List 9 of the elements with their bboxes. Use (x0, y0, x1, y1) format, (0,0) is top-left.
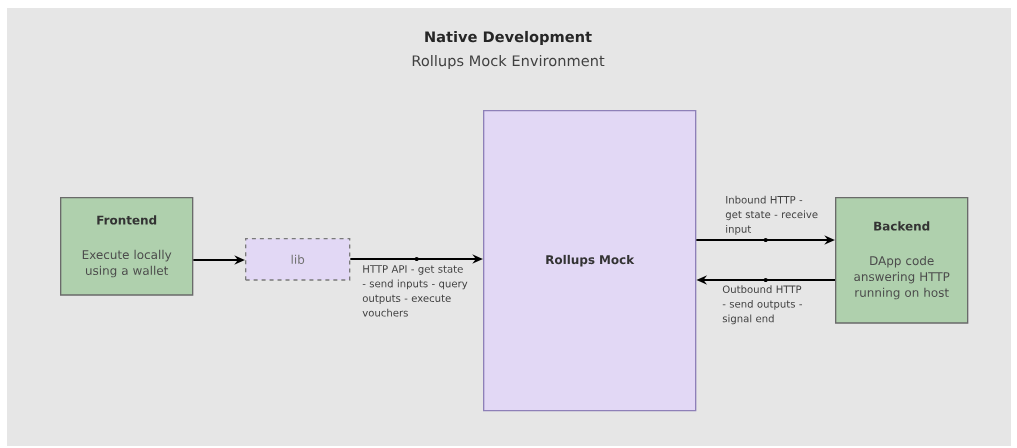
subtitle: Rollups Mock Environment (412, 54, 605, 70)
process-box: Backend DApp code answering HTTP running on host (835, 197, 969, 324)
edge-label: Outbound HTTP - send outputs - signal end (722, 285, 802, 325)
title: Native Development (425, 30, 592, 46)
edge-label: Inbound HTTP - get state - receive input (725, 195, 818, 235)
process-box: Rollups Mock (483, 110, 697, 412)
edge-label: HTTP API - get state - send inputs - query outputs - execute vouchers (362, 265, 468, 317)
library-box: lib (245, 238, 351, 281)
process-box: Frontend Execute locally using a wallet (60, 197, 194, 296)
